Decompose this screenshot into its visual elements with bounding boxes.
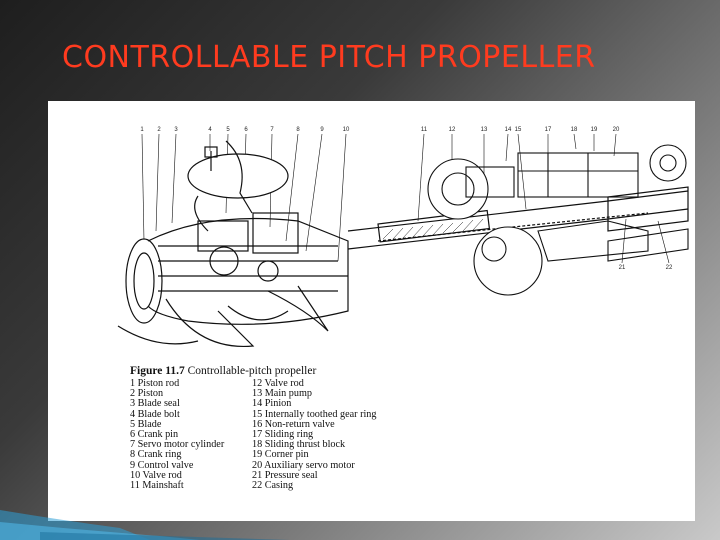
legend-right-column: 12 Valve rod 13 Main pump 14 Pinion 15 I… [252,378,377,491]
legend-item: 6 Crank pin [130,428,179,440]
legend-item: 13 Main pump [252,388,312,400]
callout-number: 13 [481,127,488,133]
callout-number: 19 [591,127,598,133]
figure-caption-label: Figure 11.7 [130,365,185,377]
corner-decoration [0,510,290,540]
legend-item: 8 Crank ring [130,449,182,461]
callout-number: 2 [157,127,161,133]
callout-number: 6 [244,127,248,133]
callout-number: 14 [505,127,512,133]
callout-number: 20 [613,127,620,133]
legend-item: 2 Piston [130,388,164,400]
legend-item: 11 Mainshaft [130,479,184,491]
legend-item: 10 Valve rod [130,469,182,481]
callout-number: 12 [449,127,456,133]
callout-number: 15 [515,127,522,133]
propeller-hub [125,212,349,325]
legend-item: 16 Non-return valve [252,418,335,430]
callout-number: 3 [174,127,178,133]
callout-number: 9 [320,127,324,133]
callout-number: 21 [619,265,626,271]
legend-item: 17 Sliding ring [252,428,314,440]
slide-title: CONTROLLABLE PITCH PROPELLER [62,40,596,75]
legend-item: 22 Casing [252,479,294,491]
legend-item: 4 Blade bolt [130,408,180,420]
callout-number: 17 [545,127,552,133]
callout-number: 10 [343,127,350,133]
figure-caption-text: Controllable-pitch propeller [187,365,317,377]
callout-number: 7 [270,127,274,133]
legend-item: 12 Valve rod [252,378,304,389]
legend-left-column: 1 Piston rod 2 Piston 3 Blade seal 4 Bla… [130,378,225,491]
callout-number: 11 [421,127,428,133]
legend-item: 19 Corner pin [252,449,309,461]
callout-number: 8 [296,127,300,133]
legend-item: 5 Blade [130,418,162,430]
legend-item: 14 Pinion [252,398,292,410]
callout-number: 1 [140,127,144,133]
callout-numbers-bottom: 21 22 [619,265,673,271]
legend-item: 9 Control valve [130,459,194,471]
legend-item: 7 Servo motor cylinder [130,439,225,451]
callout-number: 22 [666,265,673,271]
callout-number: 5 [226,127,230,133]
legend-item: 21 Pressure seal [252,469,318,481]
figure-caption: Figure 11.7 Controllable-pitch propeller [130,365,316,377]
legend-item: 15 Internally toothed gear ring [252,408,377,420]
pump-housing [427,144,689,296]
legend-item: 1 Piston rod [130,378,180,389]
legend-item: 20 Auxiliary servo motor [252,459,355,471]
legend-item: 18 Sliding thrust block [252,439,346,451]
hatching [382,218,484,240]
propeller-blades [117,140,329,348]
callout-number: 18 [571,127,578,133]
legend-item: 3 Blade seal [130,398,180,410]
callout-number: 4 [208,127,212,133]
